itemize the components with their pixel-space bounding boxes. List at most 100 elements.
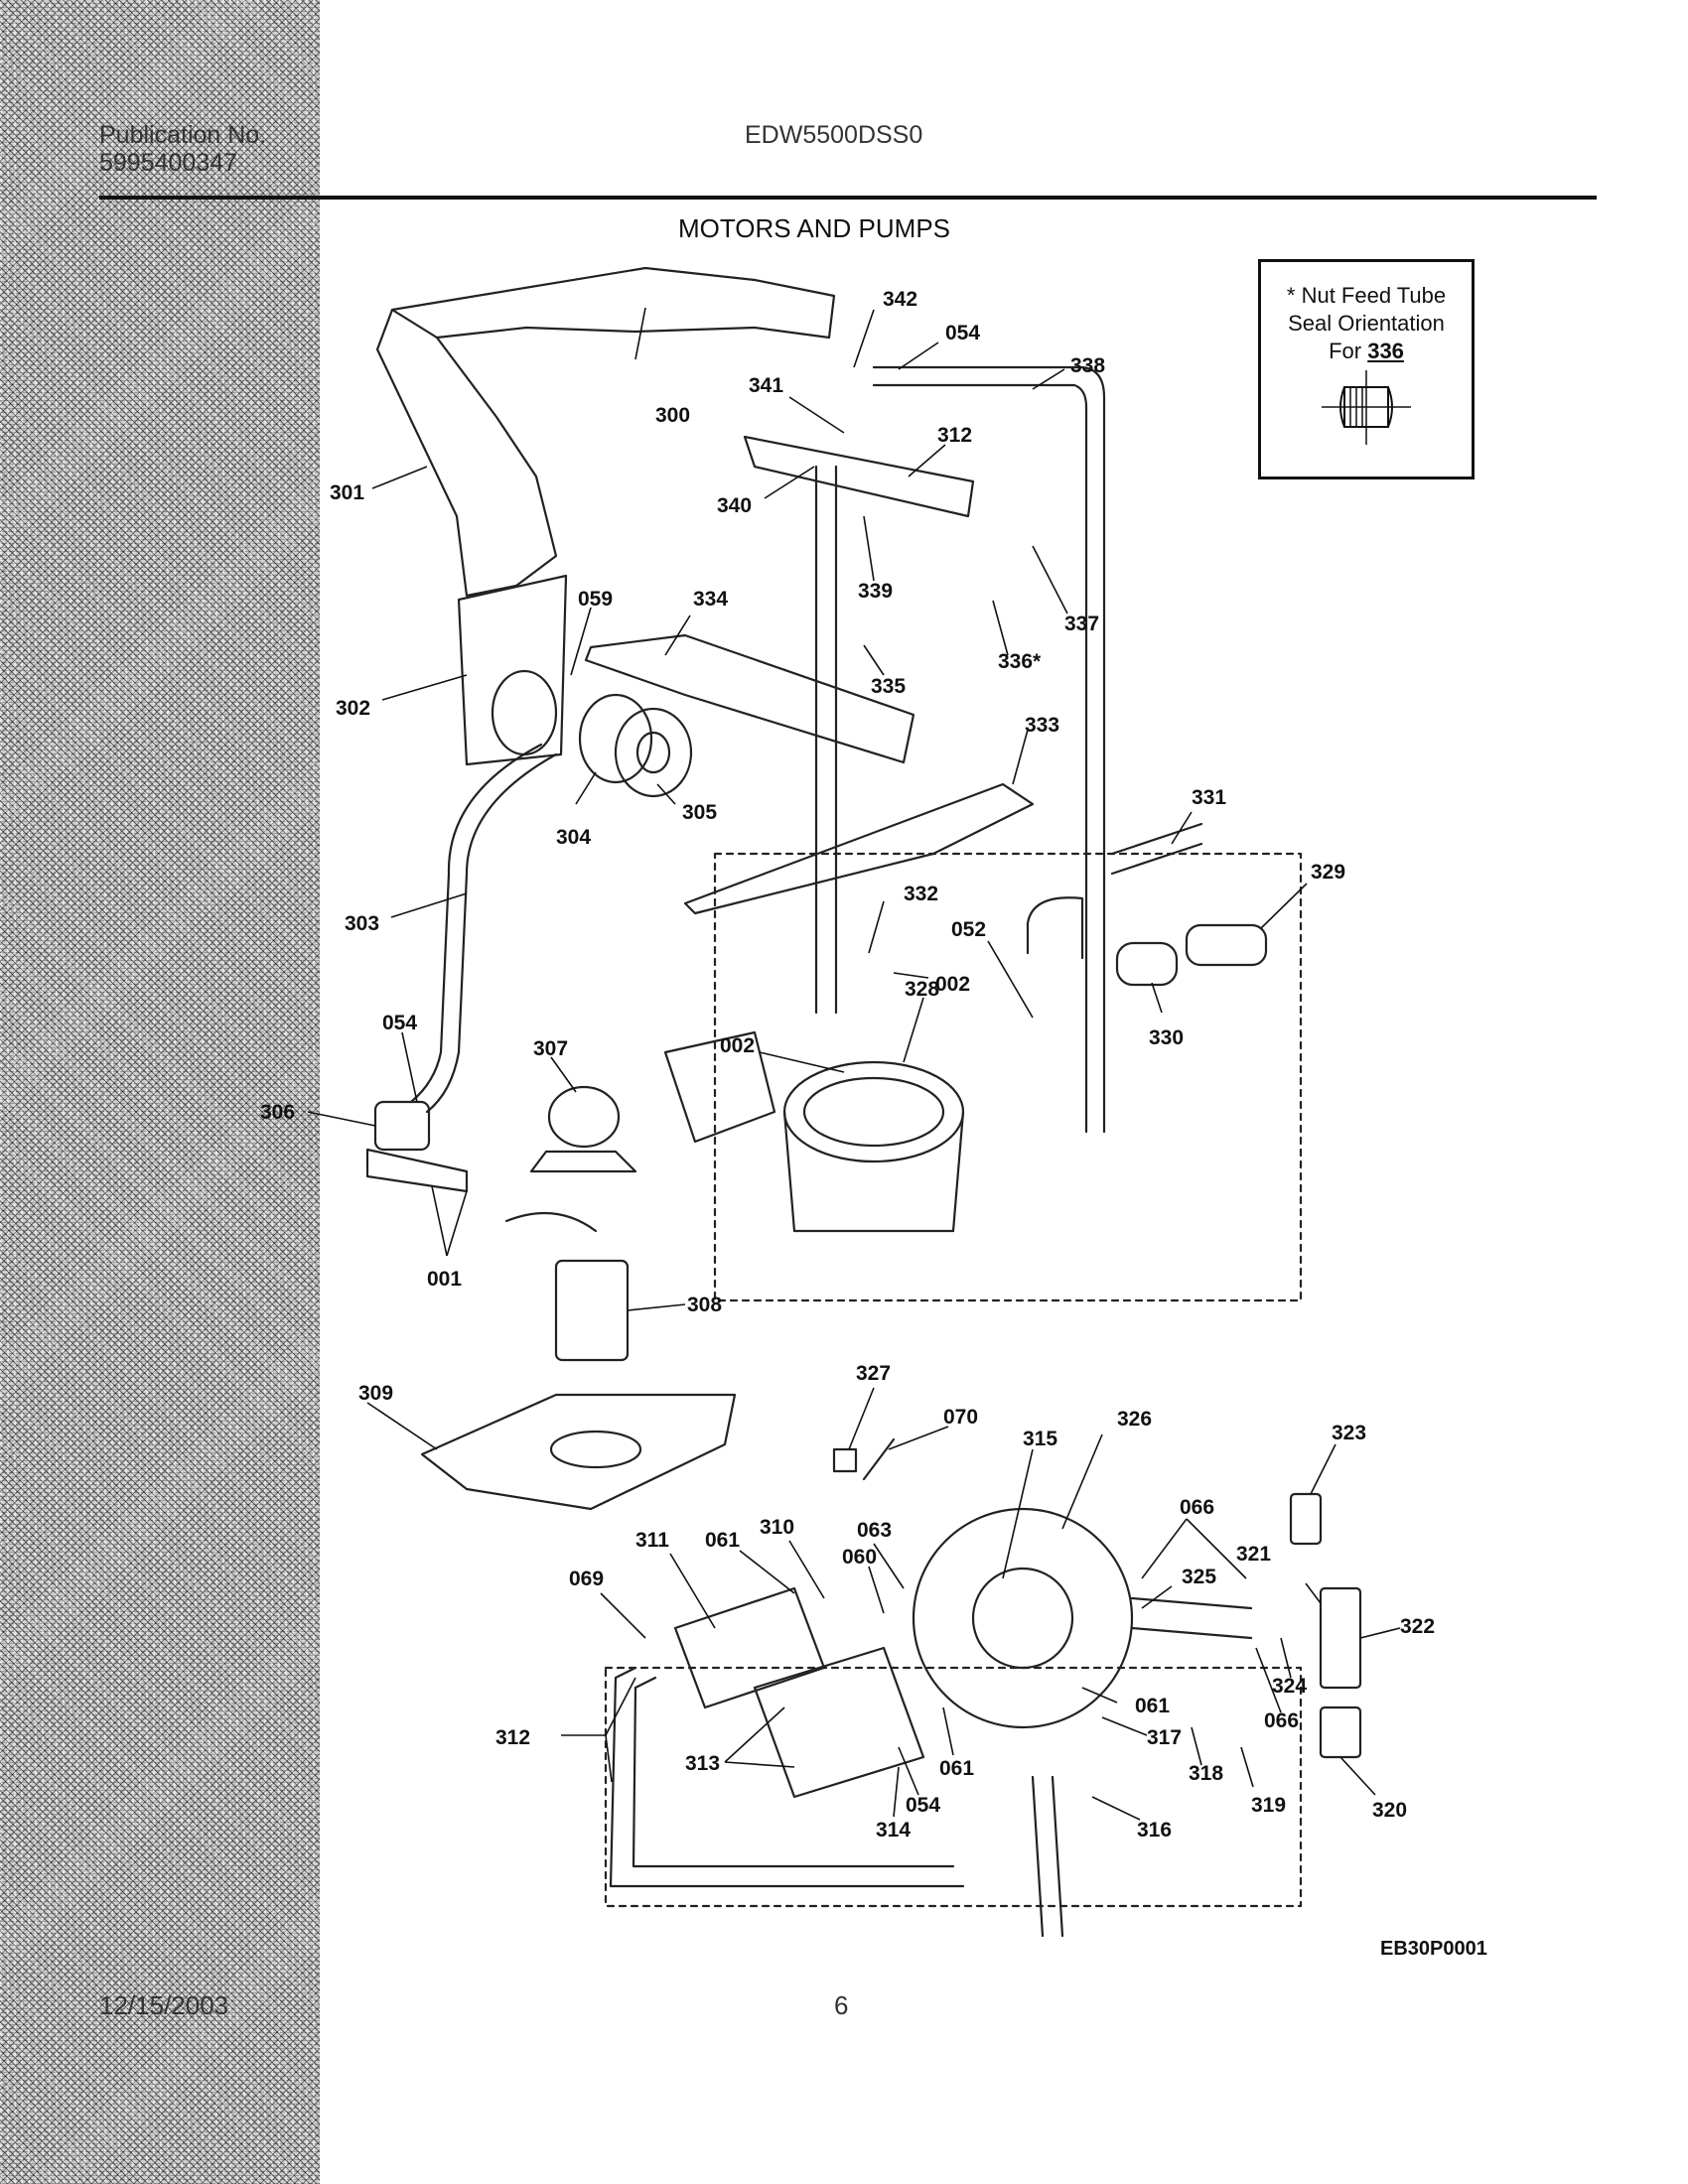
part-label: 317 bbox=[1147, 1726, 1182, 1749]
part-label: 322 bbox=[1400, 1615, 1435, 1638]
upper-wash-arm-shape bbox=[390, 266, 836, 340]
part-label: 054 bbox=[906, 1794, 940, 1817]
note-line-2: Seal Orientation bbox=[1288, 311, 1445, 336]
housing-frame-shape bbox=[713, 852, 1303, 1302]
elbow-052-shape bbox=[1026, 896, 1084, 960]
part-label: 069 bbox=[569, 1568, 604, 1590]
part-label: 312 bbox=[495, 1726, 530, 1749]
part-label: 315 bbox=[1023, 1428, 1057, 1450]
note-line-3: For 336 bbox=[1261, 338, 1472, 365]
hose-325-shape bbox=[1130, 1596, 1253, 1640]
part-label: 001 bbox=[427, 1268, 462, 1291]
lower-frame-shape bbox=[604, 1666, 1303, 1908]
part-329-shape bbox=[1185, 923, 1268, 967]
part-label: 070 bbox=[943, 1406, 978, 1429]
bracket-shape bbox=[365, 1148, 469, 1193]
arm-334-shape bbox=[584, 633, 915, 764]
part-label: 323 bbox=[1332, 1422, 1366, 1444]
publication-label: Publication No. bbox=[99, 121, 267, 149]
part-label: 066 bbox=[1180, 1496, 1214, 1519]
impeller-304-shape bbox=[578, 693, 653, 784]
spring-331-shape bbox=[1110, 822, 1203, 876]
part-label: 311 bbox=[635, 1529, 669, 1552]
part-label: 320 bbox=[1372, 1799, 1407, 1822]
part-label: 302 bbox=[336, 697, 370, 720]
note-line-3-prefix: For bbox=[1329, 339, 1362, 363]
pump-326-shape bbox=[912, 1507, 1134, 1729]
part-label: 329 bbox=[1311, 861, 1345, 884]
part-label: 326 bbox=[1117, 1408, 1152, 1431]
part-label: 342 bbox=[883, 288, 917, 311]
part-label: 328 bbox=[905, 978, 939, 1001]
note-line-1: * Nut Feed Tube bbox=[1286, 283, 1447, 308]
part-label: 331 bbox=[1192, 786, 1226, 809]
part-label: 324 bbox=[1272, 1675, 1307, 1698]
spring-070-shape bbox=[862, 1437, 896, 1481]
filter-308-shape bbox=[554, 1259, 630, 1362]
switch-320-shape bbox=[1319, 1706, 1362, 1759]
hose-312-shape bbox=[609, 1666, 965, 1888]
part-label: 310 bbox=[760, 1516, 794, 1539]
part-label: 300 bbox=[655, 404, 690, 427]
part-label: 306 bbox=[260, 1101, 295, 1124]
model-number: EDW5500DSS0 bbox=[745, 121, 923, 149]
part-label: 060 bbox=[842, 1546, 877, 1569]
switch-322-shape bbox=[1319, 1586, 1362, 1690]
part-label: 336* bbox=[998, 650, 1042, 673]
part-label: 061 bbox=[1135, 1695, 1170, 1717]
publication-info: Publication No. 5995400347 bbox=[99, 121, 266, 177]
part-label: 061 bbox=[705, 1529, 740, 1552]
part-label: 327 bbox=[856, 1362, 891, 1385]
part-label: 318 bbox=[1189, 1762, 1223, 1785]
part-label: 330 bbox=[1149, 1026, 1184, 1049]
part-label: 338 bbox=[1070, 354, 1105, 377]
note-ref-part: 336 bbox=[1367, 339, 1404, 363]
part-label: 316 bbox=[1137, 1819, 1172, 1842]
part-label: 002 bbox=[935, 973, 970, 996]
motor-313-shape bbox=[753, 1646, 925, 1799]
arm-333-shape bbox=[683, 782, 1035, 915]
arm-312-shape bbox=[743, 435, 975, 518]
part-label: 340 bbox=[717, 494, 752, 517]
upper-feed-tube-shape bbox=[375, 308, 558, 598]
gasket-059-shape bbox=[491, 669, 558, 756]
part-label: 334 bbox=[693, 588, 728, 611]
part-label: 303 bbox=[345, 912, 379, 935]
part-label: 321 bbox=[1236, 1543, 1271, 1566]
part-label: 066 bbox=[1264, 1709, 1299, 1732]
hose-303-shape bbox=[425, 752, 558, 1114]
part-label: 325 bbox=[1182, 1566, 1216, 1588]
switch-323-shape bbox=[1289, 1492, 1323, 1546]
part-330-shape bbox=[1115, 941, 1179, 987]
part-label: 301 bbox=[330, 481, 364, 504]
publication-number: 5995400347 bbox=[99, 149, 238, 177]
part-label: 314 bbox=[876, 1819, 911, 1842]
part-label: 054 bbox=[945, 322, 980, 344]
part-label: 002 bbox=[720, 1034, 755, 1057]
footer-date: 12/15/2003 bbox=[99, 1990, 229, 2020]
part-label: 063 bbox=[857, 1519, 892, 1542]
duct-302-shape bbox=[457, 574, 568, 766]
part-label: 304 bbox=[556, 826, 591, 849]
part-label: 333 bbox=[1025, 714, 1059, 737]
part-label: 341 bbox=[749, 374, 783, 397]
part-label: 061 bbox=[939, 1757, 974, 1780]
part-label: 307 bbox=[533, 1037, 568, 1060]
part-label: 305 bbox=[682, 801, 717, 824]
part-label: 319 bbox=[1251, 1794, 1286, 1817]
left-margin-texture bbox=[0, 0, 320, 2184]
part-label: 054 bbox=[382, 1012, 417, 1034]
leader-lines bbox=[307, 307, 1401, 1821]
pump-311-shape bbox=[673, 1586, 826, 1709]
valve-306-shape bbox=[373, 1100, 431, 1152]
part-labels: 342 054 338 341 312 300 301 340 339 337 … bbox=[260, 288, 1435, 1842]
motor-assembly-shape bbox=[663, 1030, 776, 1144]
part-label: 052 bbox=[951, 918, 986, 941]
mesh-309-shape bbox=[420, 1393, 737, 1511]
part-label: 339 bbox=[858, 580, 893, 603]
header-rule bbox=[99, 196, 1597, 200]
part-label: 335 bbox=[871, 675, 906, 698]
part-label: 308 bbox=[687, 1294, 722, 1316]
note-box: * Nut Feed Tube Seal Orientation For 336 bbox=[1258, 259, 1475, 479]
